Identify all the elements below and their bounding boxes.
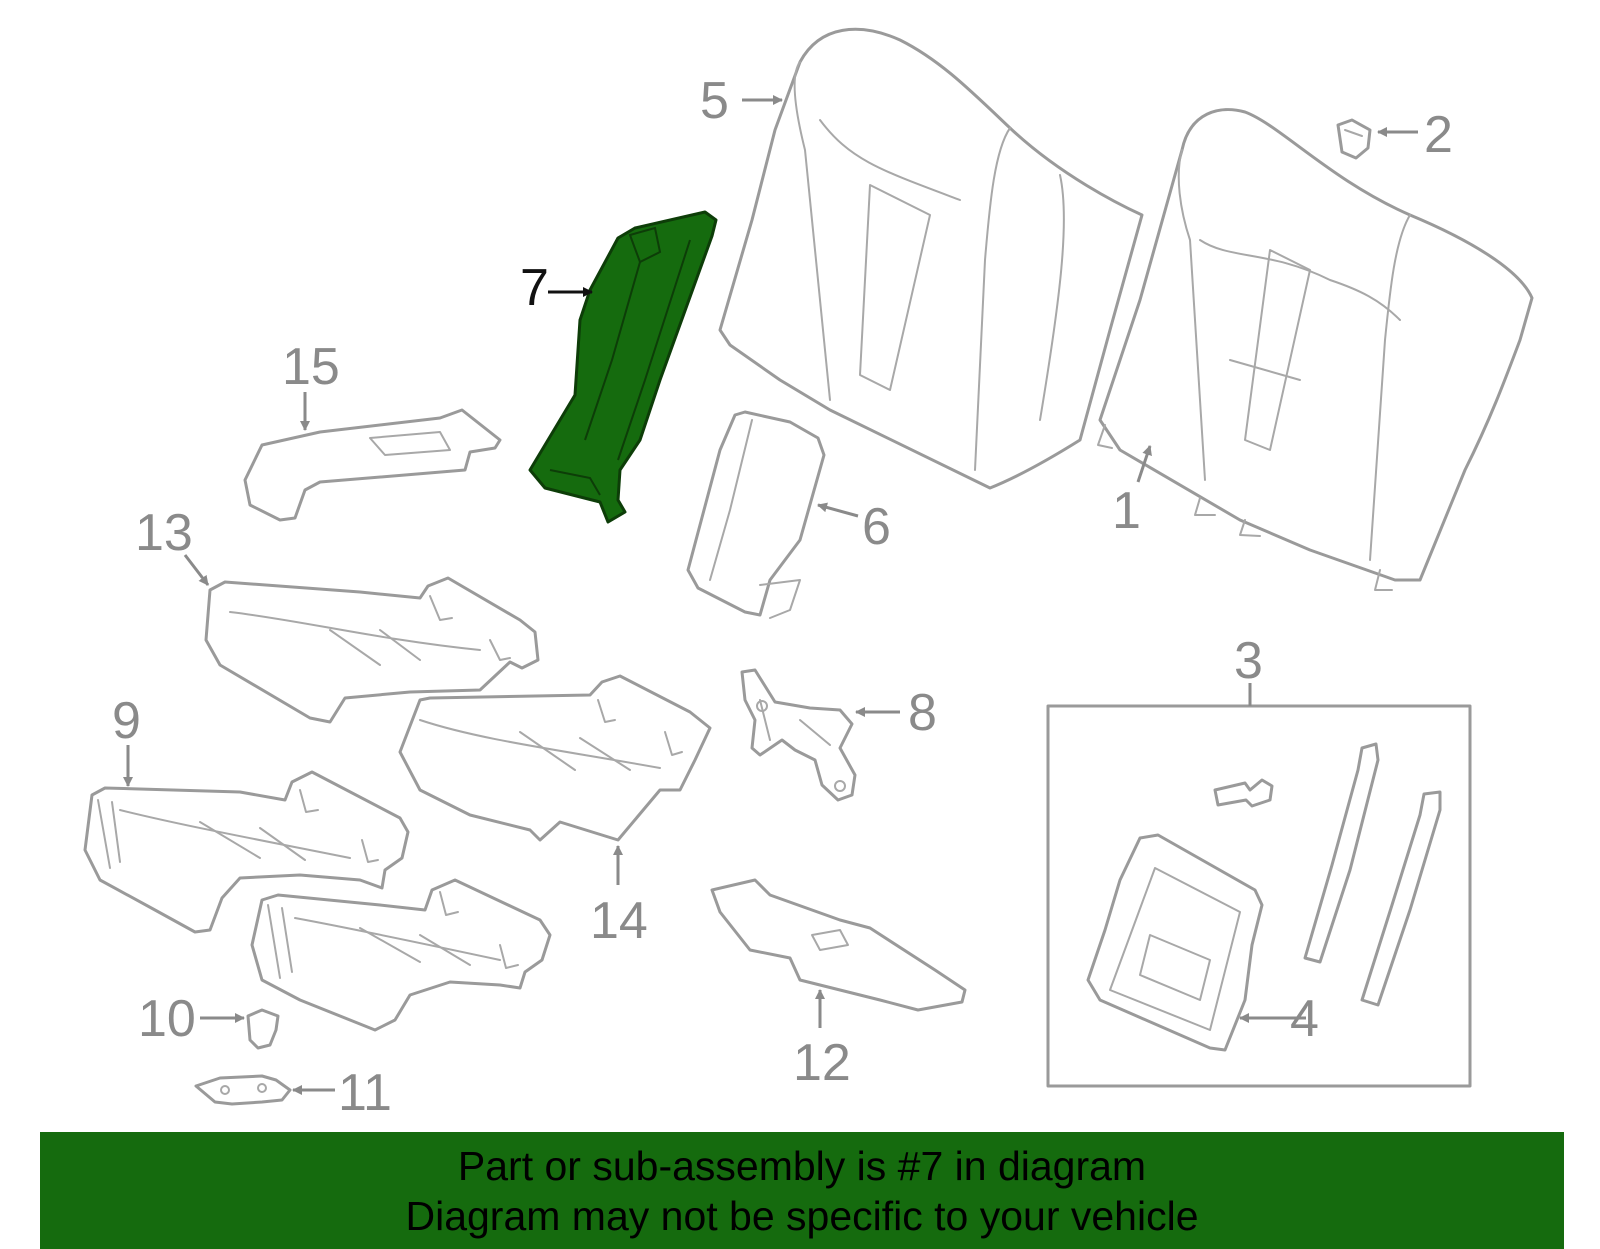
part-4-frame[interactable] bbox=[1086, 833, 1264, 1052]
part-12-panel[interactable] bbox=[710, 878, 967, 1012]
callout-14: 14 bbox=[590, 892, 648, 950]
callout-15: 15 bbox=[282, 338, 340, 396]
part-7-side-bolster-highlighted[interactable] bbox=[528, 210, 718, 524]
callout-8: 8 bbox=[908, 684, 937, 742]
leader-13 bbox=[183, 554, 210, 586]
part-2-clip[interactable] bbox=[1336, 118, 1372, 160]
part-6-armrest[interactable] bbox=[686, 410, 826, 619]
callout-11: 11 bbox=[338, 1064, 392, 1122]
callout-12: 12 bbox=[793, 1034, 851, 1092]
part-1-seatback-right[interactable] bbox=[1097, 108, 1534, 591]
leader-1 bbox=[1136, 445, 1152, 483]
callout-3: 3 bbox=[1234, 632, 1263, 690]
callout-6: 6 bbox=[862, 498, 891, 556]
part-11-plate[interactable] bbox=[194, 1074, 292, 1106]
part-15-trim[interactable] bbox=[243, 408, 502, 522]
part-9-cushion-frame-lower[interactable] bbox=[250, 878, 552, 1032]
banner-line-2: Diagram may not be specific to your vehi… bbox=[405, 1192, 1199, 1239]
callout-5: 5 bbox=[700, 72, 729, 130]
banner-line-1: Part or sub-assembly is #7 in diagram bbox=[457, 1142, 1147, 1189]
callout-10: 10 bbox=[138, 990, 196, 1048]
part-13-cushion[interactable] bbox=[204, 576, 540, 724]
part-5-seatback-left[interactable] bbox=[718, 27, 1144, 490]
part-14-cushion[interactable] bbox=[398, 674, 712, 842]
leader-6 bbox=[817, 502, 859, 518]
part-3-rail-right[interactable] bbox=[1360, 790, 1442, 1007]
part-3-rail-left[interactable] bbox=[1303, 742, 1380, 964]
callout-7: 7 bbox=[520, 259, 549, 317]
callout-1: 1 bbox=[1112, 482, 1141, 540]
callout-13: 13 bbox=[135, 504, 193, 562]
part-8-bracket[interactable] bbox=[740, 668, 857, 802]
part-3-bolt[interactable] bbox=[1213, 778, 1274, 808]
callout-9: 9 bbox=[112, 692, 141, 750]
callout-4: 4 bbox=[1290, 990, 1319, 1048]
info-banner: Part or sub-assembly is #7 in diagram Di… bbox=[40, 1132, 1564, 1249]
callout-2: 2 bbox=[1424, 106, 1453, 164]
part-10-clip[interactable] bbox=[246, 1008, 280, 1050]
part-9-cushion-frame[interactable] bbox=[83, 770, 410, 934]
